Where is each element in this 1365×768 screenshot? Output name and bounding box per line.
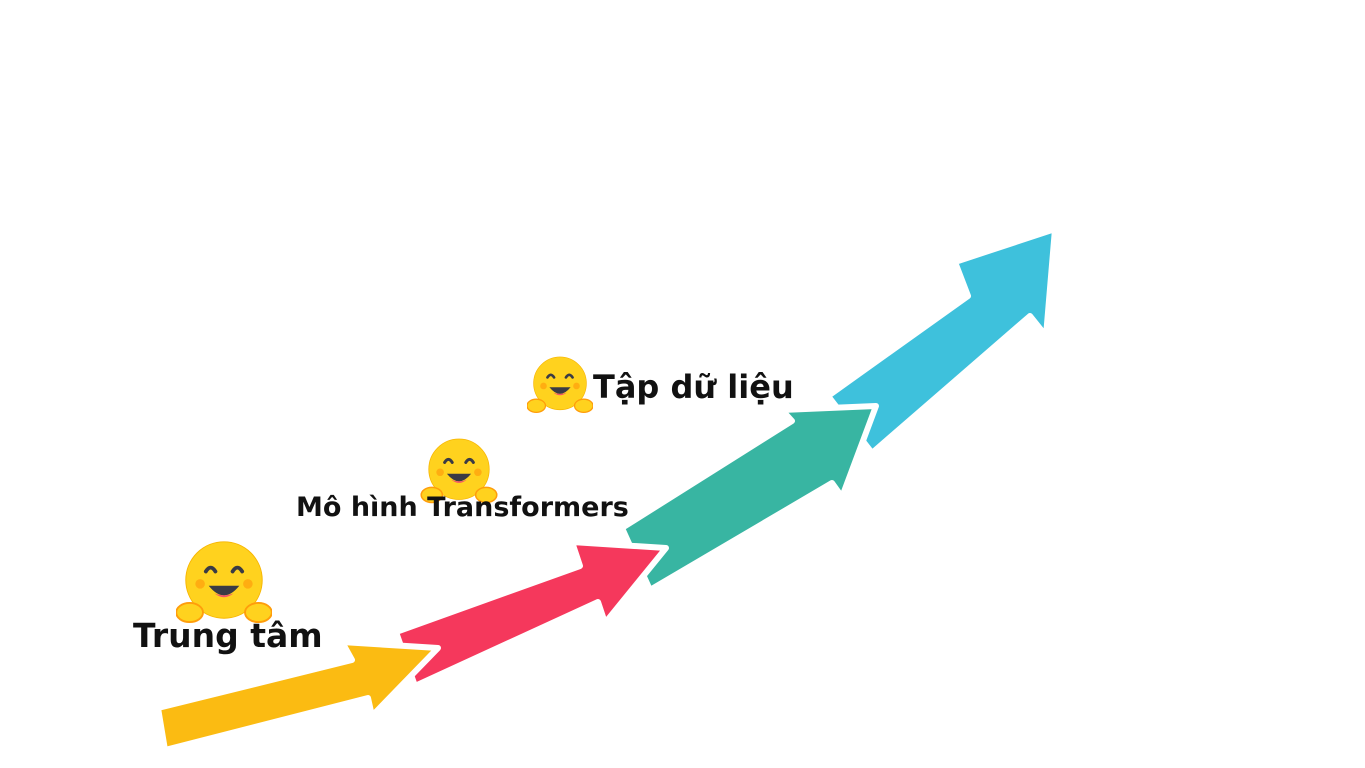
arrow-hub [155,639,441,753]
step-label-transformers: Mô hình Transformers [296,492,629,523]
step-label-datasets: Tập dữ liệu [593,368,794,406]
hugging-face-icon [527,356,593,414]
hugging-face-icon [420,438,498,504]
step-label-hub: Trung tâm [133,616,323,655]
arrow-hub-transformers [393,539,669,689]
arrow-transformers-datasets [619,403,879,593]
arrow-datasets-next [825,226,1058,456]
hugging-face-icon [176,541,272,624]
